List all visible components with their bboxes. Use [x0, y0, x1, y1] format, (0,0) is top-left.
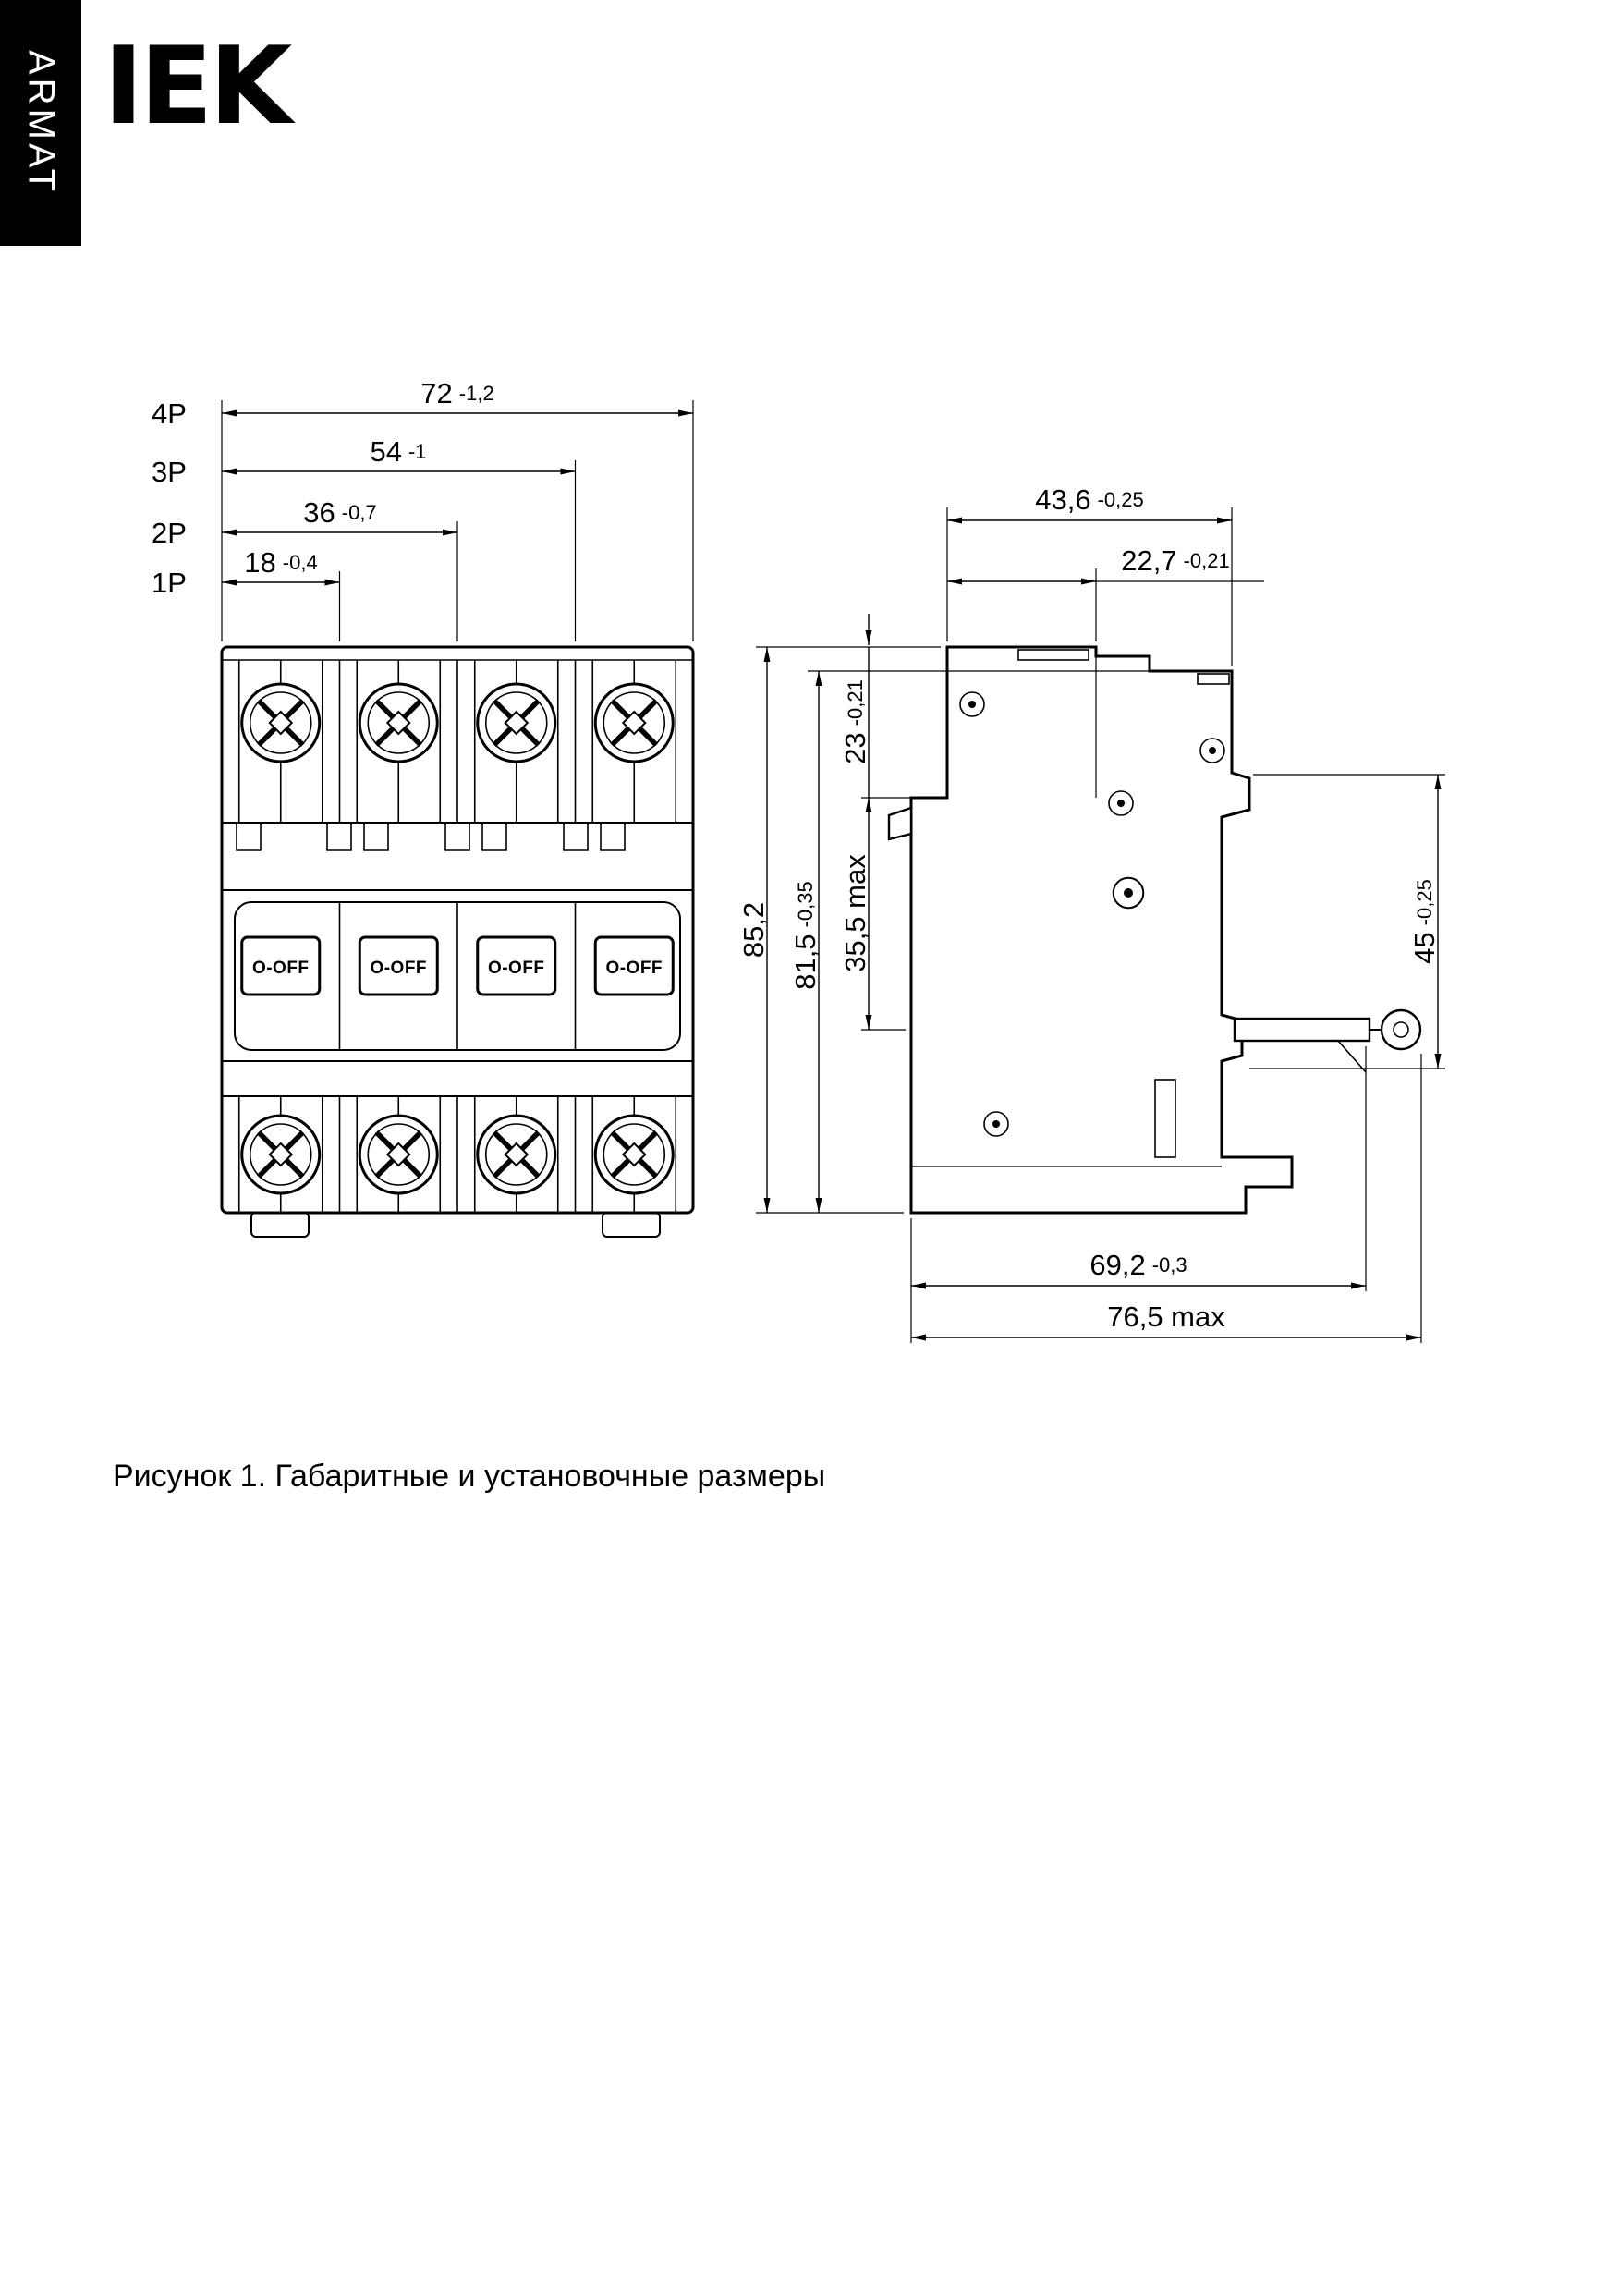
dim-4p: 4P 72-1,2 [152, 377, 693, 430]
figure-caption: Рисунок 1. Габаритные и установочные раз… [113, 1459, 826, 1494]
top-terminal-slot [1197, 673, 1230, 685]
dim-value: 69,2-0,3 [1089, 1249, 1187, 1281]
toggle-label: O-OFF [488, 959, 545, 978]
pole-separator-lines [338, 660, 577, 1213]
top-terminal-slot [1017, 649, 1089, 661]
din-clip-foot [250, 1212, 310, 1238]
dim-value: 22,7-0,21 [1121, 544, 1230, 577]
dim-top-width: 43,6-0,25 [947, 483, 1232, 524]
terminal-clamp-tabs [236, 822, 626, 851]
escutcheon-panel [234, 901, 681, 1051]
dim-overall-height: 85,2 [737, 647, 771, 1213]
front-view-dimensions: 4P 72-1,2 3P 54-1 2P 36-0,7 [152, 377, 694, 641]
terminal-center-lines-top [279, 660, 636, 823]
dim-upper-front-height: 23-0,21 [839, 614, 872, 798]
dim-3p: 3P 54-1 [152, 435, 576, 488]
dim-din-rail-height: 45-0,25 [1408, 775, 1442, 1069]
dim-body-height: 81,5-0,35 [789, 671, 822, 1213]
dim-value: 85,2 [737, 902, 770, 958]
dim-value: 23-0,21 [839, 679, 871, 764]
dim-base-depth: 69,2-0,3 [911, 1249, 1366, 1289]
toggle-lever [476, 935, 557, 996]
side-view-dimensions: 43,6-0,25 22,7-0,21 85,2 81,5-0,35 [737, 483, 1445, 1343]
dim-1p: 1P 18-0,4 [152, 546, 340, 599]
toggle-switch: O-OFF [240, 935, 322, 996]
din-latch-slider [1233, 1017, 1371, 1043]
dim-value: 76,5 max [1107, 1301, 1225, 1333]
dim-max-depth: 76,5 max [911, 1301, 1421, 1341]
pole-label: 2P [152, 517, 187, 549]
armat-brand-strip: ARMAT [0, 0, 81, 246]
side-vent-slot [1154, 1079, 1176, 1158]
din-latch-pull-ring-hole [1393, 1021, 1409, 1038]
toggle-switch: O-OFF [593, 935, 675, 996]
dim-handle-zone-height: 35,5 max [839, 798, 872, 1030]
terminal-center-lines-bottom [279, 1096, 636, 1213]
toggle-switch: O-OFF [476, 935, 557, 996]
toggle-lever [358, 935, 439, 996]
toggle-side-protrusion [887, 806, 913, 841]
dim-2p: 2P 36-0,7 [152, 496, 457, 549]
toggle-lever [240, 935, 322, 996]
side-body-outline [909, 645, 1294, 1215]
terminal-cage-lines-bottom [237, 1096, 677, 1213]
dim-value: 54-1 [370, 435, 426, 468]
din-latch-pull-ring [1380, 1008, 1422, 1051]
dim-value: 72-1,2 [420, 377, 493, 409]
terminal-cage-lines-top [237, 660, 677, 823]
toggle-label: O-OFF [370, 959, 427, 978]
brand-strip-label: ARMAT [20, 50, 62, 196]
pole-label: 1P [152, 567, 187, 599]
iek-logo: IEK [103, 24, 292, 149]
dim-terminal-depth: 22,7-0,21 [947, 544, 1264, 585]
toggle-label: O-OFF [252, 959, 310, 978]
din-latch-spring [1337, 1040, 1367, 1073]
toggle-lever [593, 935, 675, 996]
side-extension-lines [756, 507, 1445, 1343]
dim-value: 18-0,4 [244, 546, 317, 579]
front-extension-lines [221, 400, 694, 641]
side-view [887, 645, 1422, 1215]
dim-value: 45-0,25 [1408, 879, 1441, 964]
toggle-switch: O-OFF [358, 935, 439, 996]
dim-value: 43,6-0,25 [1035, 483, 1144, 516]
dim-value: 36-0,7 [303, 496, 376, 529]
pole-label: 3P [152, 456, 187, 488]
dim-value: 81,5-0,35 [789, 881, 822, 990]
pole-label: 4P [152, 397, 187, 430]
side-internal-seams [911, 656, 1222, 1167]
front-view: O-OFF O-OFF O-OFF O-OFF [220, 645, 695, 1238]
din-clip-foot [602, 1212, 661, 1238]
toggle-label: O-OFF [605, 959, 663, 978]
dim-value: 35,5 max [839, 854, 871, 972]
